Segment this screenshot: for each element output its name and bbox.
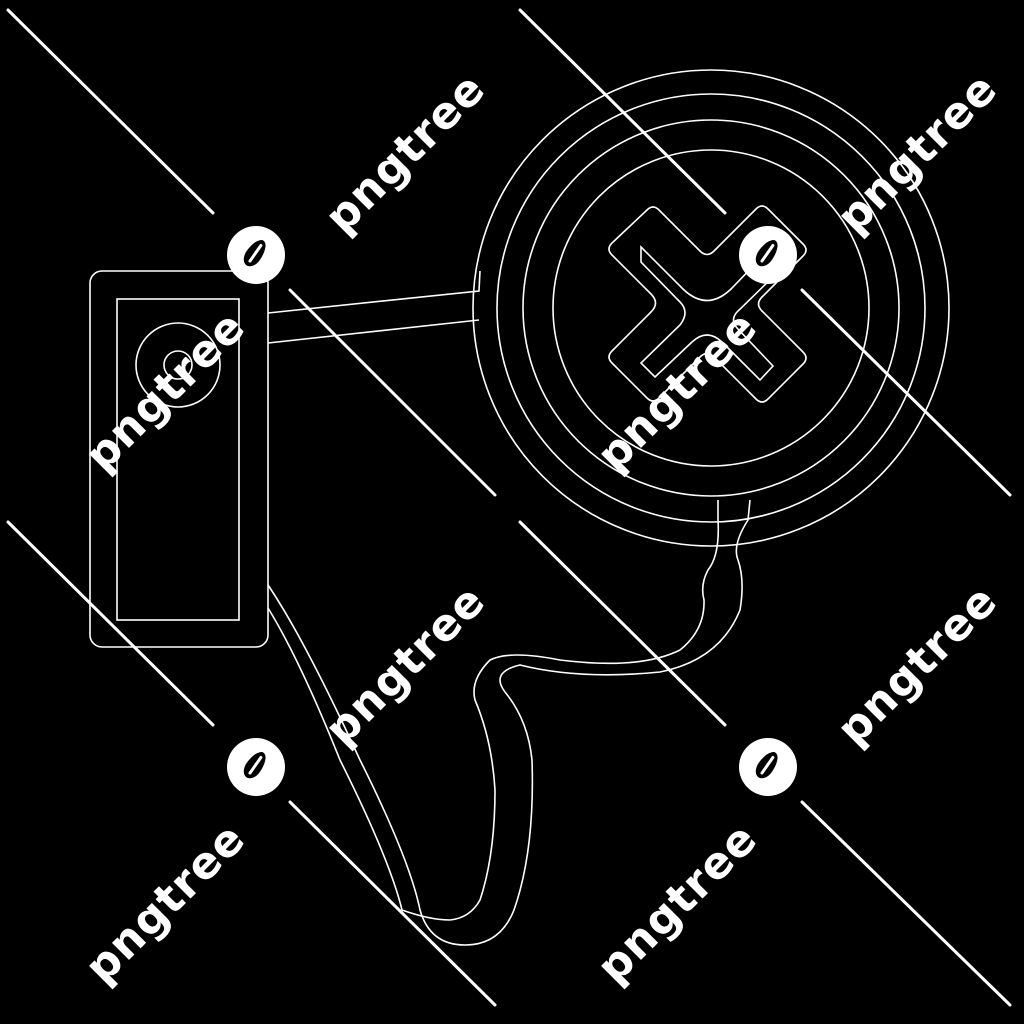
- connector-top-edge: [267, 270, 481, 314]
- thumb-inner-outline: [267, 500, 720, 921]
- inner-ring-inner: [552, 149, 870, 467]
- cuff-outer-outline: [89, 270, 269, 648]
- cross-x-outer: [608, 205, 807, 403]
- watermark-logo-icon: [739, 226, 797, 284]
- cuff-button-inner: [163, 350, 193, 380]
- outer-ring-outer: [472, 69, 950, 547]
- outer-ring-inner: [496, 93, 926, 523]
- watermark-logo-icon: [227, 226, 285, 284]
- watermark-logo-icon: [227, 738, 285, 796]
- thumb-outer-outline: [267, 499, 751, 946]
- watermark-logo-icon: [739, 738, 797, 796]
- inner-ring-outer: [522, 119, 900, 497]
- cross-x-inner: [639, 245, 777, 382]
- cuff-inner-outline: [116, 298, 240, 621]
- cuff-button-outer: [135, 322, 221, 408]
- connector-bottom-edge: [267, 319, 480, 344]
